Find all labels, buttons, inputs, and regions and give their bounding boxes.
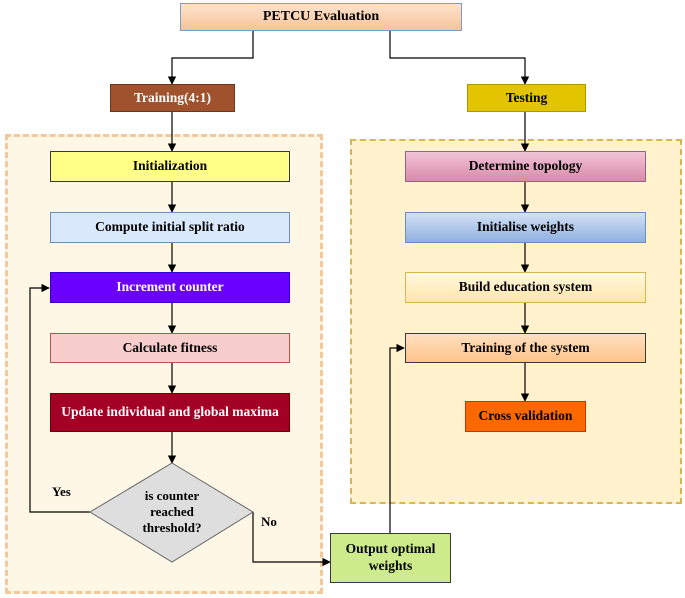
topology-box: Determine topology [405, 151, 646, 182]
title-box: PETCU Evaluation [180, 3, 462, 31]
fitness-box: Calculate fitness [50, 333, 290, 363]
edge-decision-no [252, 512, 331, 567]
cross-validation-box: Cross validation [465, 401, 586, 432]
initialization-box: Initialization [50, 151, 290, 182]
testing-region [350, 139, 682, 504]
edge-title-to-training [167, 30, 254, 85]
decision-text: is counter reached threshold? [142, 487, 202, 536]
training-label: Training(4:1) [110, 84, 235, 112]
update-maxima-box: Update individual and global maxima [50, 393, 290, 432]
output-weights-box: Output optimal weights [330, 533, 451, 583]
initialise-weights-box: Initialise weights [405, 212, 646, 243]
split-ratio-box: Compute initial split ratio [50, 212, 290, 243]
training-system-box: Training of the system [405, 333, 646, 363]
yes-label: Yes [52, 484, 71, 499]
edge-decision-yes-loop [29, 283, 90, 513]
edge-title-to-testing [389, 30, 530, 85]
build-system-box: Build education system [405, 272, 646, 303]
edge-output-to-training-system [389, 343, 405, 533]
increment-counter-box: Increment counter [50, 272, 290, 303]
testing-label: Testing [467, 84, 586, 112]
no-label: No [261, 514, 277, 529]
decision-diamond [89, 462, 254, 563]
